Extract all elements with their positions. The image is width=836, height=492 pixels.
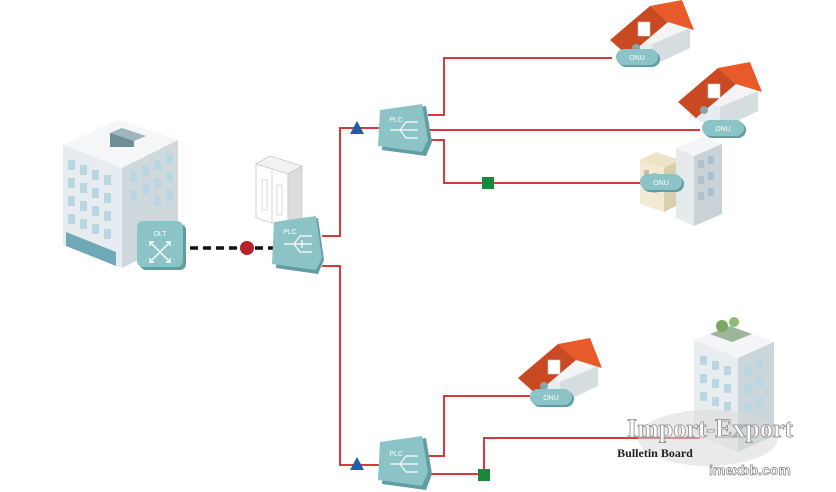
link-plc-main-to-plc-top — [322, 127, 385, 237]
watermark-title: Import-Export — [627, 414, 793, 443]
watermark: Import-Export Bulletin Board imexbb.com — [617, 410, 794, 478]
onu-label: ONU — [543, 395, 559, 402]
onu-label: ONU — [715, 126, 731, 133]
plc-splitter-bottom: PLC — [378, 436, 432, 490]
link-plc-top-to-office — [428, 139, 645, 184]
marker-triangle-top — [350, 121, 364, 134]
marker-square-office — [482, 177, 494, 189]
marker-triangle-bottom — [350, 457, 364, 470]
cabinet — [255, 155, 303, 229]
link-plc-top-to-house-1 — [428, 57, 612, 116]
plc-main-label: PLC — [283, 229, 297, 236]
onu-house-middle: ONU — [702, 120, 746, 138]
onu-office: ONU — [640, 174, 684, 192]
marker-square-tower — [478, 469, 490, 481]
splice-point — [240, 241, 254, 255]
onu-house-top: ONU — [616, 49, 660, 67]
tree-icon — [716, 320, 728, 332]
link-plc-main-to-plc-bottom — [322, 265, 385, 466]
splitter-icon — [390, 455, 418, 473]
plc-top-label: PLC — [389, 117, 403, 124]
link-plc-bottom-to-house-3 — [428, 395, 530, 457]
link-plc-bottom-to-tower — [428, 437, 700, 475]
switch-icon — [149, 241, 171, 263]
onu-label: ONU — [629, 55, 645, 62]
splitter-icon — [390, 121, 418, 139]
watermark-site: imexbb.com — [709, 462, 791, 478]
onu-house-bottom: ONU — [530, 389, 574, 407]
olt-label: OLT — [153, 231, 167, 238]
globe-icon — [638, 410, 778, 466]
onu-label: ONU — [653, 180, 669, 187]
house-middle — [678, 62, 762, 129]
olt-device: OLT — [137, 221, 186, 270]
watermark-subtitle: Bulletin Board — [617, 446, 693, 460]
plc-splitter-main: PLC — [272, 216, 324, 274]
tree-icon — [729, 317, 739, 327]
plc-splitter-top: PLC — [378, 104, 432, 156]
plc-bottom-label: PLC — [389, 451, 403, 458]
splitter-icon — [284, 235, 312, 253]
fiber-links — [322, 57, 700, 475]
